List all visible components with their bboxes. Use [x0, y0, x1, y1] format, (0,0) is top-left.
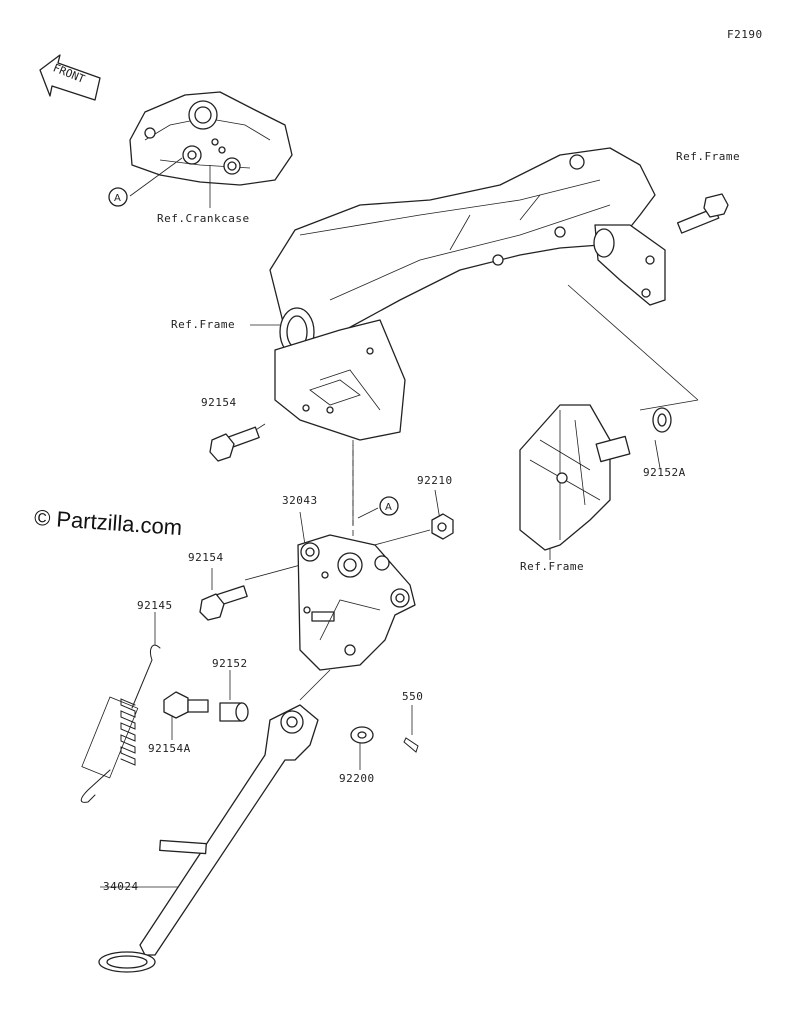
bolt-92154-top-icon — [209, 426, 260, 462]
svg-text:A: A — [114, 193, 121, 204]
part-92154-top-label: 92154 — [201, 396, 237, 409]
cotter-pin-550-icon — [403, 737, 419, 753]
svg-text:A: A — [385, 502, 392, 513]
part-92154A-label: 92154A — [148, 742, 191, 755]
marker-a-bracket: A — [379, 496, 399, 516]
part-32043-label: 32043 — [282, 494, 318, 507]
right-bracket-illustration — [519, 404, 631, 551]
spring-92145-icon — [80, 644, 161, 803]
crankcase-illustration — [129, 91, 293, 208]
part-92200-label: 92200 — [339, 772, 375, 785]
ref-frame-left-label: Ref.Frame — [171, 318, 236, 331]
part-34024-label: 34024 — [103, 880, 139, 893]
ref-frame-top-label: Ref.Frame — [676, 150, 741, 163]
part-92210-label: 92210 — [417, 474, 453, 487]
collar-92152-icon — [219, 702, 249, 722]
marker-a-crankcase: A — [108, 187, 128, 207]
part-92145-label: 92145 — [137, 599, 173, 612]
part-92154-mid-label: 92154 — [188, 551, 224, 564]
part-92152-label: 92152 — [212, 657, 248, 670]
ref-frame-right-label: Ref.Frame — [520, 560, 585, 573]
nut-92210-icon — [431, 513, 454, 540]
bolt-92154A-icon — [163, 691, 209, 719]
stand-bracket-32043-illustration — [297, 534, 416, 671]
collar-92152A-icon — [652, 407, 672, 433]
bolt-top-right-icon — [676, 193, 729, 234]
side-stand-34024-illustration — [98, 669, 331, 973]
part-550-label: 550 — [402, 690, 424, 703]
ref-crankcase-label: Ref.Crankcase — [157, 212, 250, 225]
frame-illustration — [269, 147, 666, 441]
bolt-92154-mid-icon — [199, 585, 248, 621]
figure-code: F2190 — [727, 28, 763, 41]
front-arrow-icon: FRONT — [39, 54, 101, 101]
part-92152A-label: 92152A — [643, 466, 686, 479]
washer-92200-icon — [350, 726, 374, 744]
